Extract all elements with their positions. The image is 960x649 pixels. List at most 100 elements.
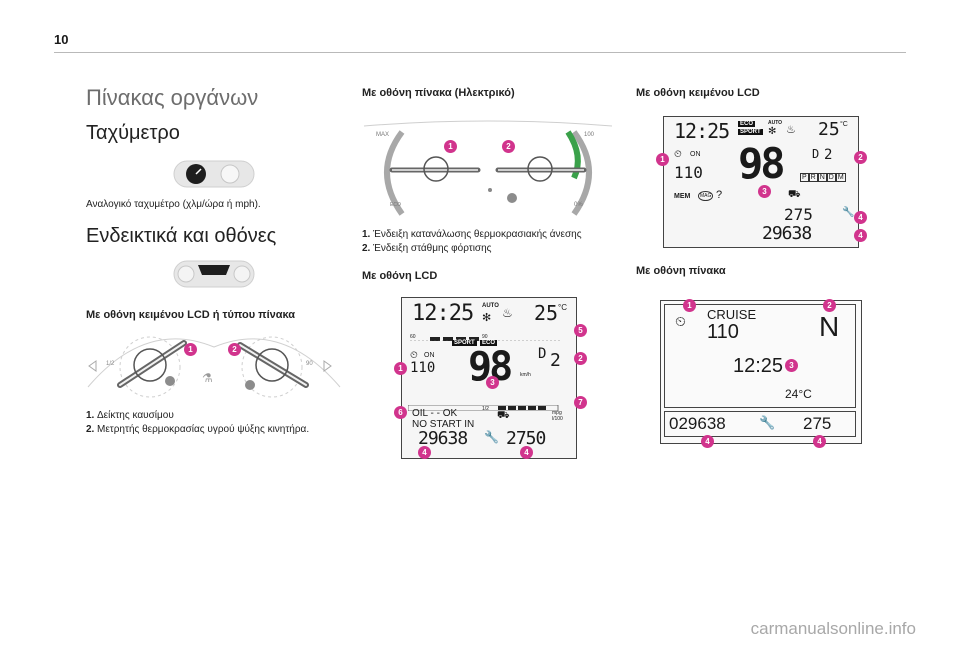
- scale-90: 90: [482, 334, 488, 340]
- fuel-temp-gauges-illustration: 1/2 ⚗ 90 1 2: [86, 327, 342, 403]
- mpg-unit: mpg: [552, 410, 562, 416]
- lcd-msg-oil: OIL - - OK: [412, 408, 458, 419]
- callout-3: 3: [758, 185, 771, 198]
- callout-7: 7: [574, 396, 587, 409]
- cruise-icon: ⏲: [410, 350, 418, 361]
- lcd-text-auto: AUTO: [768, 120, 783, 126]
- panel-time: 12:25: [733, 355, 784, 377]
- page-number: 10: [54, 32, 69, 47]
- callout-3: 3: [785, 359, 798, 372]
- callout-1: 1: [683, 299, 696, 312]
- lcd-text-temp: 25: [818, 119, 840, 140]
- lcd-gear: D: [538, 346, 547, 362]
- callout-2: 2: [228, 343, 241, 356]
- callout-1: 1: [444, 140, 457, 153]
- eco-label: ECO: [390, 202, 401, 208]
- legend-item: 1.Δείκτης καυσίμου: [86, 410, 174, 421]
- scale-60: 60: [410, 334, 416, 340]
- lcd-text-cruise-value: 110: [674, 163, 703, 182]
- panel-upper-frame: [664, 304, 856, 408]
- lcd-cruise-value: 110: [410, 360, 436, 376]
- gear-n: N: [817, 173, 827, 182]
- wrench-icon: 🔧: [759, 415, 776, 430]
- lcd-text-trip: 275: [784, 205, 813, 224]
- speedometer-thumbnail: [172, 159, 256, 189]
- electric-panel-heading: Με οθόνη πίνακα (Ηλεκτρικό): [362, 87, 515, 99]
- callout-3: 3: [486, 376, 499, 389]
- svg-text:⚗: ⚗: [202, 371, 213, 385]
- lcd-text-speed: 98: [738, 139, 786, 188]
- lcd-or-panel-heading: Με οθόνη κειμένου LCD ή τύπου πίνακα: [86, 309, 296, 321]
- fuel-gauge-half-label: 1/2: [106, 361, 115, 367]
- callout-1: 1: [394, 362, 407, 375]
- rev-bar: [410, 328, 560, 342]
- lcd-display: 12:25 AUTO ✻ ♨ 25 °C 60 90 SPORT ECO ⏲ O…: [394, 297, 587, 459]
- lcd-text-display: 12:25 ECO SPORT AUTO ✻ ♨ 25 °C ⏲ ON 110 …: [656, 116, 867, 248]
- callout-2: 2: [574, 352, 587, 365]
- gear-selector: P R N D M: [800, 173, 846, 182]
- panel-gear: N: [819, 311, 840, 342]
- lcd-temp-unit: °C: [558, 303, 567, 312]
- fuel-half: 1/2: [482, 406, 489, 412]
- panel-temp: 24°C: [785, 387, 812, 401]
- callout-4: 4: [520, 446, 533, 459]
- cruise-icon: ⏲: [675, 313, 686, 329]
- lcd-text-time: 12:25: [674, 119, 730, 143]
- gear-m: M: [835, 173, 846, 182]
- fan-icon: ✻: [768, 126, 777, 137]
- callout-4: 4: [701, 435, 714, 448]
- lcd-text-eco-badge: ECO: [738, 121, 756, 127]
- cruise-icon: ⏲: [674, 149, 682, 160]
- climate-icon: ♨: [786, 124, 796, 136]
- zero-pct-label: 0%: [574, 202, 583, 208]
- wrench-icon: 🔧: [484, 430, 499, 444]
- speedometer-heading: Ταχύμετρο: [86, 122, 180, 144]
- max-label: MAX: [376, 132, 389, 138]
- col2-legend: 1.Ένδειξη κατανάλωσης θερμοκρασιακής άνε…: [362, 228, 582, 256]
- lcd-text-gear-number: 2: [824, 147, 833, 163]
- callout-4: 4: [854, 229, 867, 242]
- climate-icon: ♨: [502, 306, 513, 320]
- legend-item: 2.Ένδειξη στάθμης φόρτισης: [362, 243, 492, 254]
- lcd-temp: 25: [534, 301, 559, 325]
- lcd-on: ON: [424, 352, 435, 359]
- gear-r: R: [808, 173, 818, 182]
- panel-display: ⏲ CRUISE 110 N 12:25 24°C 029638 🔧 275 1…: [660, 299, 862, 448]
- lcd-text-question: ?: [716, 189, 723, 201]
- lcd-msg-start: NO START IN: [412, 419, 475, 430]
- l100-unit: l/100: [552, 416, 563, 422]
- lcd-heading: Με οθόνη LCD: [362, 270, 438, 282]
- callout-1: 1: [184, 343, 197, 356]
- gear-p: P: [800, 173, 809, 182]
- electric-gauges-illustration: MAX 100 ECO 0% 1 2: [362, 118, 614, 218]
- panel-odometer: 029638: [669, 414, 726, 433]
- fuel-bar: [407, 398, 568, 412]
- panel-heading: Με οθόνη πίνακα: [636, 265, 726, 277]
- header-divider: [54, 52, 906, 53]
- callout-4: 4: [854, 211, 867, 224]
- lcd-sport-badge: SPORT: [452, 340, 477, 346]
- display-thumbnail: [172, 259, 256, 289]
- gear-d: D: [826, 173, 836, 182]
- hundred-label: 100: [584, 132, 595, 138]
- lcd-text-temp-unit: °C: [840, 121, 848, 128]
- car-icon: ⛟: [497, 410, 510, 421]
- lcd-gear-number: 2: [550, 350, 561, 371]
- lcd-text-sport-badge: SPORT: [738, 129, 763, 135]
- lcd-text-heading: Με οθόνη κειμένου LCD: [636, 87, 760, 99]
- displays-heading: Ενδεικτικά και οθόνες: [86, 225, 277, 247]
- lcd-eco-badge: ECO: [480, 340, 498, 346]
- page-title: Πίνακας οργάνων: [86, 85, 259, 110]
- callout-5: 5: [574, 324, 587, 337]
- lcd-text-mem: MEM: [674, 193, 691, 200]
- callout-1: 1: [656, 153, 669, 166]
- lcd-odometer: 29638: [418, 428, 468, 449]
- callout-2: 2: [823, 299, 836, 312]
- callout-2: 2: [854, 151, 867, 164]
- callout-2: 2: [502, 140, 515, 153]
- watermark: carmanualsonline.info: [750, 619, 916, 638]
- legend-item: 1.Ένδειξη κατανάλωσης θερμοκρασιακής άνε…: [362, 229, 582, 240]
- lcd-trip: 2750: [506, 428, 546, 449]
- wrench-icon: 🔧: [842, 207, 855, 218]
- callout-6: 6: [394, 406, 407, 419]
